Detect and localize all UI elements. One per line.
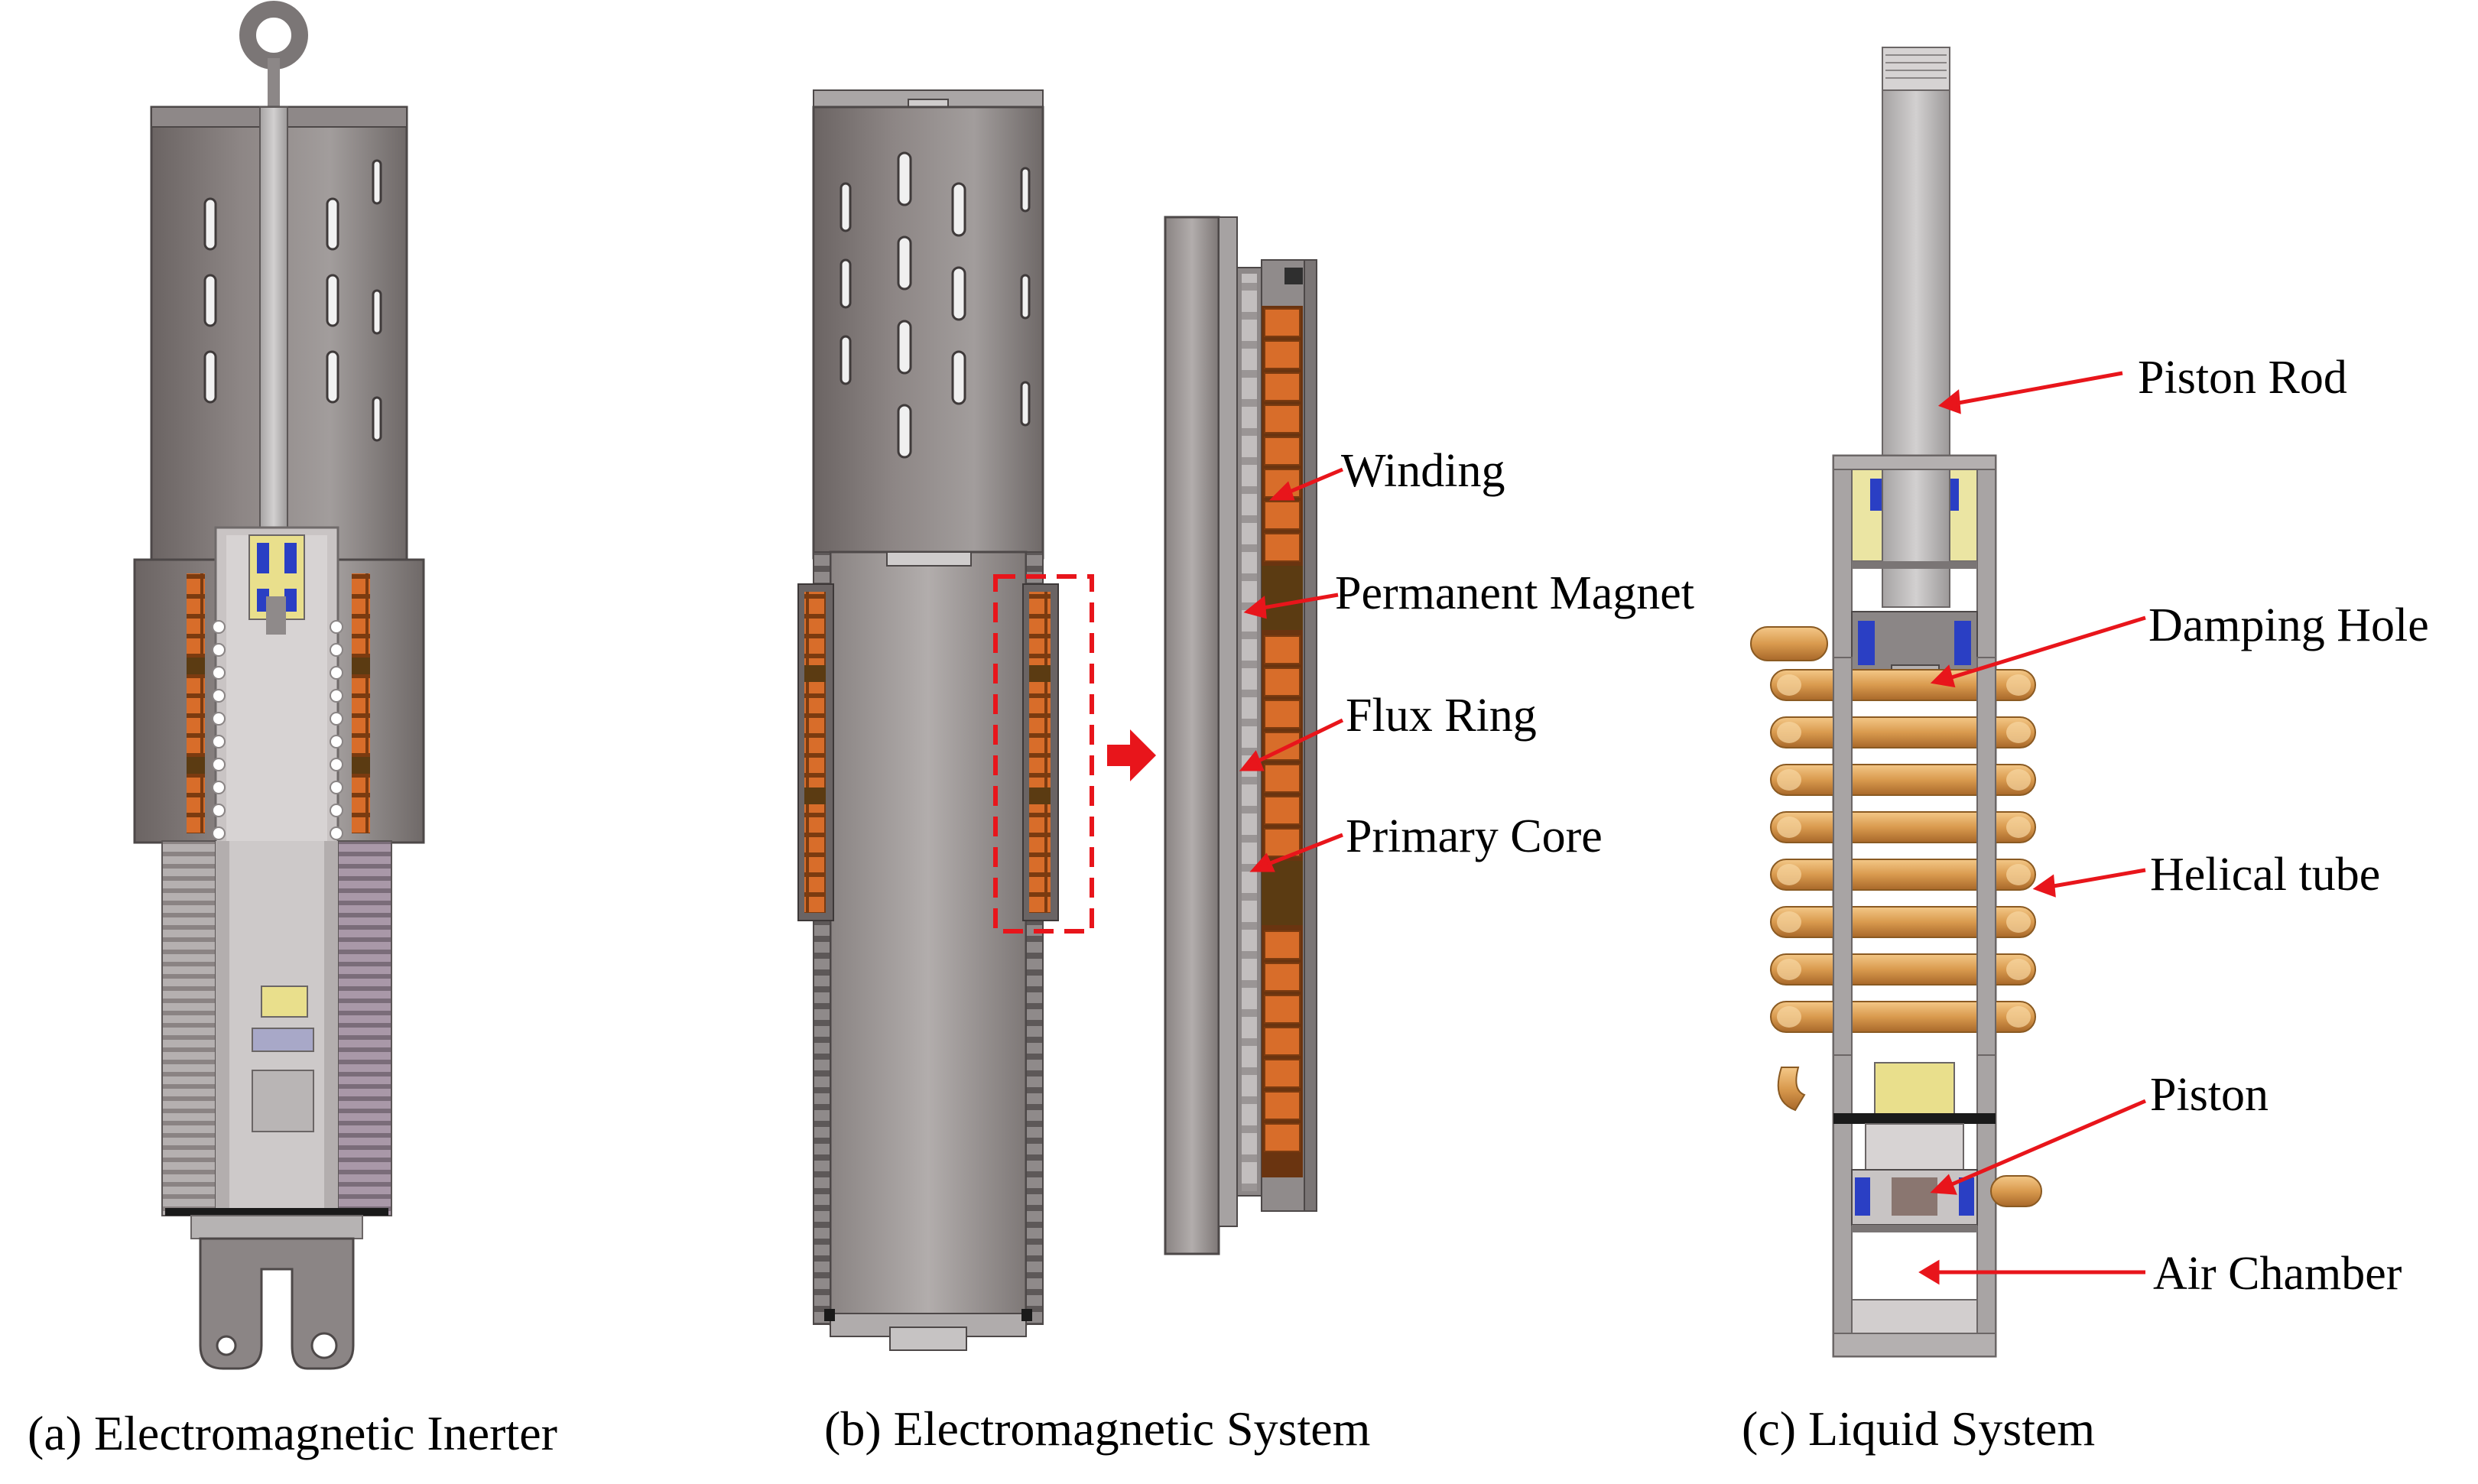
panel-a-electromagnetic-inerter (133, 1, 425, 1370)
caption-a: (a) Electromagnetic Inerter (28, 1406, 557, 1460)
arrow-permanent-magnet (1243, 593, 1339, 619)
zoomed-magnet-1 (1262, 566, 1303, 630)
caption-b: (b) Electromagnetic System (824, 1401, 1370, 1456)
caption-c: (c) Liquid System (1742, 1401, 2095, 1456)
label-piston: Piston (2150, 1069, 2269, 1121)
label-primary-core: Primary Core (1346, 810, 1603, 862)
panel-c-liquid-system: Piston Rod Damping Hole Helical tube Pis… (1750, 47, 2429, 1358)
arrow-piston (1930, 1099, 2146, 1195)
label-air-chamber: Air Chamber (2153, 1248, 2402, 1300)
label-damping-hole: Damping Hole (2148, 599, 2429, 651)
arrow-flux-ring (1239, 718, 1344, 771)
cylinder-slots (203, 159, 382, 442)
coil-stack-right (352, 573, 370, 833)
arrow-damping-hole (1930, 615, 2146, 688)
arrow-air-chamber (1918, 1259, 2145, 1285)
label-permanent-magnet: Permanent Magnet (1335, 567, 1694, 619)
eye-ring (239, 1, 308, 107)
label-winding: Winding (1341, 445, 1505, 497)
arrow-piston-rod (1937, 371, 2123, 414)
coil-stack-left (187, 573, 205, 833)
lower-ribbed-cylinder (161, 840, 216, 1216)
label-flux-ring: Flux Ring (1346, 690, 1537, 742)
panel-b-electromagnetic-system: Winding Permanent Magnet Flux Ring Prima… (797, 89, 1694, 1351)
zoomed-stator-detail (1164, 216, 1317, 1255)
clevis-fork (199, 1237, 355, 1370)
arrow-winding (1268, 467, 1343, 501)
zoom-arrow (1107, 729, 1156, 781)
slotted-cylinder (812, 106, 1044, 560)
zoom-highlight-box (993, 574, 1094, 934)
arrow-primary-core (1249, 833, 1343, 872)
arrow-helical-tube (2032, 868, 2146, 898)
slotted-cylinder-openings (840, 151, 1031, 459)
label-piston-rod: Piston Rod (2138, 352, 2347, 404)
label-helical-tube: Helical tube (2150, 849, 2380, 901)
